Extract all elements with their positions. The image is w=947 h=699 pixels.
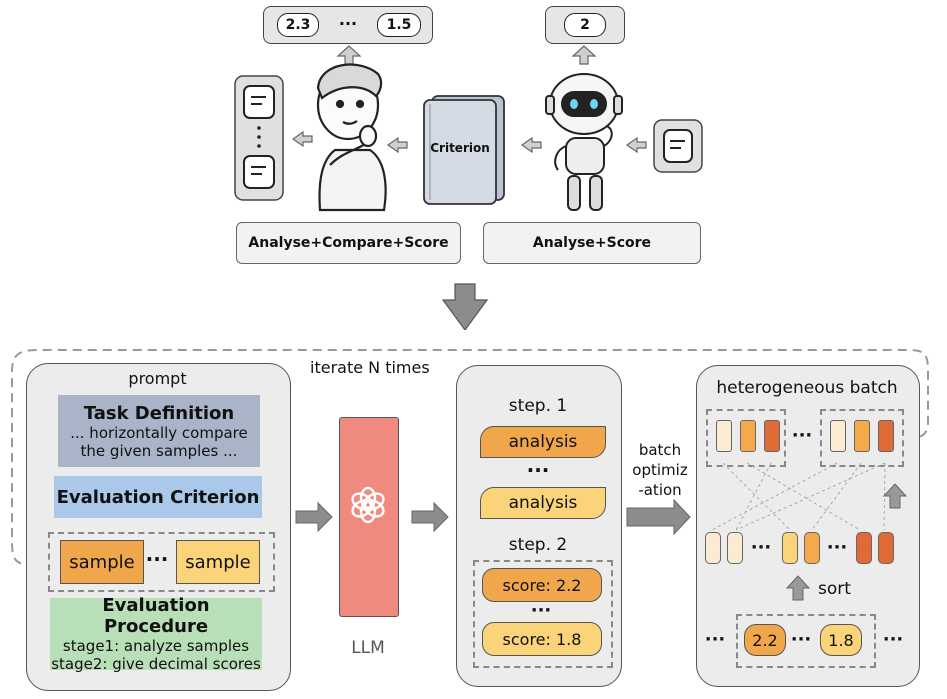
values-ellipsis-left: ···	[704, 628, 726, 650]
stage2-text: stage2: give decimal scores	[51, 655, 261, 673]
batch-group-right	[820, 409, 904, 467]
iterate-label: iterate N times	[310, 358, 430, 377]
score-item-first: score: 2.2	[482, 568, 602, 602]
human-score-first: 2.3	[277, 13, 319, 37]
sort-label: sort	[818, 579, 851, 599]
hetero-batch-title: heterogeneous batch	[716, 378, 898, 398]
task-desc-line2: the given samples ...	[80, 441, 238, 460]
sorted-ellipsis-1: ···	[750, 536, 772, 558]
human-thinking-icon	[316, 63, 387, 212]
scores-ellipsis: ···	[530, 599, 552, 621]
sorted-cell	[705, 532, 721, 564]
batch-group-left	[706, 409, 786, 467]
stage1-text: stage1: analyze samples	[62, 637, 250, 655]
arrow-right-icon	[626, 498, 691, 536]
batch-opt-line1: batch	[638, 441, 682, 459]
values-group	[736, 614, 876, 668]
sample-item-first: sample	[60, 540, 144, 584]
evaluation-criterion-block: Evaluation Criterion	[54, 476, 262, 518]
steps-ellipsis: ···	[526, 458, 550, 482]
up-arrow-icon	[882, 483, 908, 509]
criterion-book-label: Criterion	[430, 141, 490, 155]
batch-optimization-label: batch optimiz -ation	[628, 440, 692, 500]
llm-block	[339, 417, 399, 617]
sorted-cell	[782, 532, 798, 564]
sorted-cell	[804, 532, 820, 564]
sorted-cell	[856, 532, 872, 564]
batch-cell	[764, 420, 780, 452]
prompt-title: prompt	[128, 368, 187, 388]
step2-label: step. 2	[508, 535, 568, 555]
evaluation-procedure-block: Evaluation Procedure stage1: analyze sam…	[50, 595, 262, 673]
scores-group	[473, 560, 613, 668]
robot-icon	[545, 73, 623, 211]
top-illustration	[234, 45, 703, 330]
human-score-last: 1.5	[377, 13, 421, 37]
values-ellipsis-right: ···	[882, 628, 904, 650]
sample-item-last: sample	[176, 540, 260, 584]
batch-top-ellipsis: ···	[791, 424, 813, 446]
value-chip-last: 1.8	[820, 624, 862, 656]
score-item-last: score: 1.8	[482, 622, 602, 656]
task-desc-line1: ... horizontally compare	[70, 423, 248, 442]
arrow-right-icon	[295, 501, 333, 533]
hetero-batch-panel	[696, 365, 920, 687]
human-score-ellipsis: ···	[338, 13, 358, 33]
value-chip-first: 2.2	[744, 624, 786, 656]
values-ellipsis-mid: ···	[790, 628, 812, 650]
task-definition-title: Task Definition	[83, 402, 235, 424]
batch-cell	[716, 420, 732, 452]
up-arrow-icon	[785, 575, 811, 601]
sorted-cell	[727, 532, 743, 564]
down-arrow-icon	[441, 283, 489, 330]
criterion-book-icon	[423, 95, 505, 205]
document-icon	[653, 119, 703, 173]
step1-label: step. 1	[508, 396, 568, 416]
evaluation-procedure-title: Evaluation Procedure	[102, 595, 210, 637]
robot-method-label: Analyse+Score	[483, 222, 701, 264]
analysis-item-first: analysis	[480, 426, 606, 458]
batch-opt-line3: -ation	[638, 481, 682, 499]
evaluation-criterion-title: Evaluation Criterion	[56, 486, 260, 508]
openai-logo-icon	[351, 486, 385, 524]
sorted-cell	[878, 532, 894, 564]
sample-ellipsis: ···	[145, 547, 169, 571]
batch-cell	[740, 420, 756, 452]
human-method-label: Analyse+Compare+Score	[236, 222, 461, 264]
document-stack-icon	[234, 75, 284, 201]
task-definition-block: Task Definition ... horizontally compare…	[58, 395, 260, 467]
analysis-item-last: analysis	[480, 487, 606, 519]
small-arrow-icon	[291, 130, 647, 154]
robot-score: 2	[564, 13, 606, 37]
sorted-ellipsis-2: ···	[826, 536, 848, 558]
samples-group	[48, 532, 275, 592]
batch-opt-line2: optimiz	[632, 461, 688, 479]
llm-label: LLM	[351, 638, 385, 658]
batch-cell	[854, 420, 870, 452]
arrow-right-icon	[411, 501, 449, 533]
batch-cell	[830, 420, 846, 452]
batch-cell	[878, 420, 894, 452]
